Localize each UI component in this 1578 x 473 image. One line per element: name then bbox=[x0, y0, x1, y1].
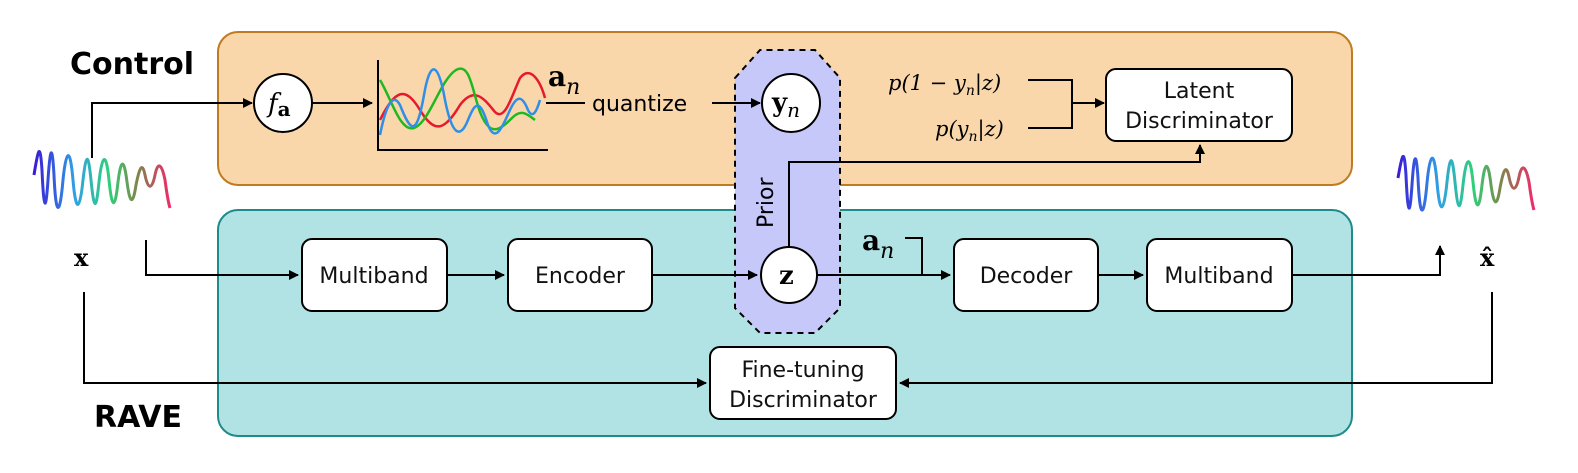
curve-green bbox=[378, 67, 536, 131]
an-bottom-label: an bbox=[862, 224, 894, 264]
input-waveform bbox=[32, 150, 172, 209]
finetune-line2: Discriminator bbox=[729, 388, 878, 413]
latent-disc-line2: Discriminator bbox=[1125, 109, 1274, 134]
encoder-label: Encoder bbox=[535, 264, 626, 289]
input-x-label: x bbox=[74, 243, 89, 272]
multiband-out-label: Multiband bbox=[1164, 264, 1273, 289]
finetuning-discriminator-box bbox=[709, 346, 897, 420]
connectors bbox=[83, 79, 1493, 388]
latent-disc-line1: Latent bbox=[1164, 79, 1235, 104]
fa-label: fa bbox=[266, 89, 291, 121]
curve-blue bbox=[378, 68, 542, 136]
an-top-label: an bbox=[548, 60, 580, 100]
multiband-in-label: Multiband bbox=[319, 264, 428, 289]
decoder-label: Decoder bbox=[980, 264, 1074, 289]
control-title: Control bbox=[70, 47, 194, 82]
prior-label: Prior bbox=[754, 177, 779, 228]
z-label: z bbox=[779, 261, 794, 291]
prob-complement-label: p(1 − yn|z) bbox=[888, 71, 1001, 99]
attribute-curves-plot bbox=[377, 60, 548, 151]
latent-discriminator-box bbox=[1105, 68, 1293, 142]
finetune-line1: Fine-tuning bbox=[741, 358, 864, 383]
yn-node bbox=[761, 73, 821, 133]
rave-title: RAVE bbox=[94, 400, 182, 435]
yn-label: yn bbox=[771, 88, 800, 122]
quantize-label: quantize bbox=[592, 92, 687, 117]
output-waveform bbox=[1396, 155, 1536, 212]
prob-y-label: p(yn|z) bbox=[935, 117, 1004, 145]
output-x-hat-label: x̂ bbox=[1480, 243, 1495, 272]
